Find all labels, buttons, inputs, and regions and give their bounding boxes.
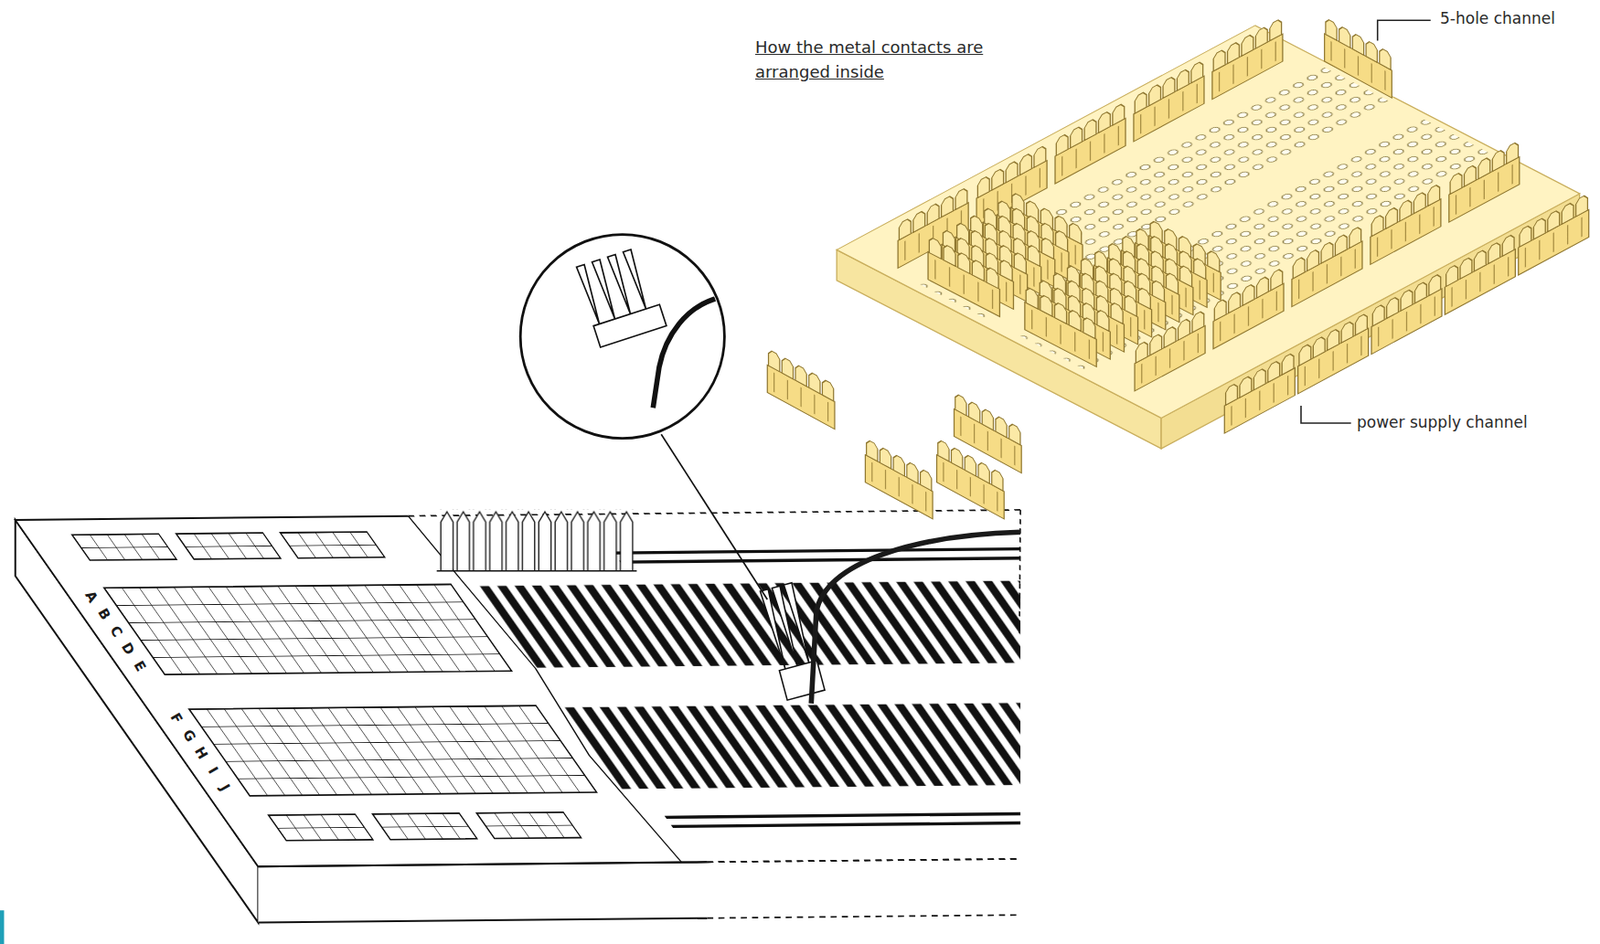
row-letter: H <box>190 743 213 764</box>
row-letter: I <box>202 760 224 781</box>
row-letter: F <box>165 708 188 729</box>
callout-label: power supply channel <box>1356 413 1528 433</box>
heading-note: How the metal contacts are arranged insi… <box>755 34 1021 85</box>
row-letter: J <box>213 778 236 799</box>
callout-label: 5-hole channel <box>1440 9 1556 29</box>
row-letter: B <box>92 604 115 625</box>
row-letter: G <box>177 725 200 747</box>
row-letter: E <box>128 656 151 677</box>
row-letter: D <box>117 639 139 660</box>
row-letter: A <box>80 586 103 608</box>
row-letter: C <box>105 621 128 642</box>
